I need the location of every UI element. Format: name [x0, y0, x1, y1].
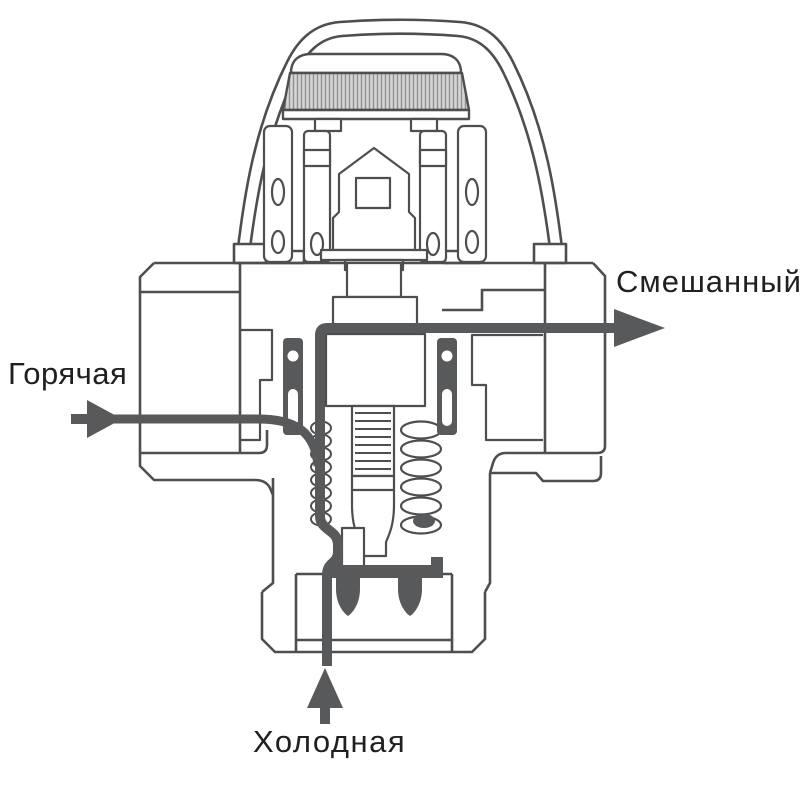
cold-arrow-head [307, 668, 343, 708]
dome-foot-left [232, 242, 268, 265]
oring-column-right [425, 231, 441, 257]
knurl-base-lip [281, 108, 471, 121]
oring-left-lower [270, 229, 286, 255]
mixed-arrow-head [614, 309, 665, 347]
head-tab-left [313, 117, 343, 133]
piston [324, 332, 427, 408]
dome-outer-line [235, 18, 565, 257]
knurl-band [281, 71, 471, 112]
oring-column-left [309, 231, 325, 257]
knurled-adjustment-ring [281, 52, 471, 121]
head-tab-right [409, 117, 439, 133]
chamber-step-left [240, 328, 274, 442]
cold-arrow-tail [320, 708, 330, 724]
oring-right-upper [464, 177, 480, 207]
hot-flow-arrow [71, 400, 323, 467]
oring-left-upper [270, 177, 286, 207]
chamber-step-right [470, 333, 543, 442]
slotted-sleeve-left [283, 338, 303, 435]
spindle-window [354, 176, 392, 210]
head-mechanism [262, 117, 488, 272]
body-left-port [138, 262, 275, 496]
head-column-right-detail [418, 148, 448, 168]
thread-hatch [355, 412, 391, 470]
upper-chamber-block [331, 295, 419, 327]
body-right-step [442, 263, 547, 453]
spindle-bar [319, 248, 429, 262]
bottom-tailpiece [260, 592, 487, 654]
hot-arrow-tail [71, 414, 87, 424]
dome-foot-right [532, 242, 568, 265]
body-left-port-bottom-inner [141, 430, 269, 455]
flow-arrows [71, 309, 665, 724]
hot-inlet-label: Горячая [8, 356, 128, 391]
body-right-port [488, 262, 607, 474]
slotted-sleeve-right [437, 338, 457, 435]
thermostatic-element [331, 557, 443, 616]
body-lower-right-wall [483, 473, 492, 593]
hot-flow-line [87, 414, 323, 467]
cold-inlet-label: Холодная [253, 724, 407, 759]
mixed-outlet-label: Смешанный [616, 264, 800, 299]
spring-end-coil [413, 514, 435, 528]
main-flow-line [315, 323, 616, 666]
head-column-left-detail [302, 148, 332, 168]
cold-flow-arrow [307, 668, 343, 724]
body-right-shelf [490, 456, 603, 483]
upper-stem-block [345, 261, 403, 299]
valve-body [138, 261, 607, 654]
oring-right-lower [464, 229, 480, 255]
knob-top-disc [289, 52, 463, 75]
threaded-stem [350, 404, 396, 478]
body-lower-left-wall [261, 478, 275, 594]
